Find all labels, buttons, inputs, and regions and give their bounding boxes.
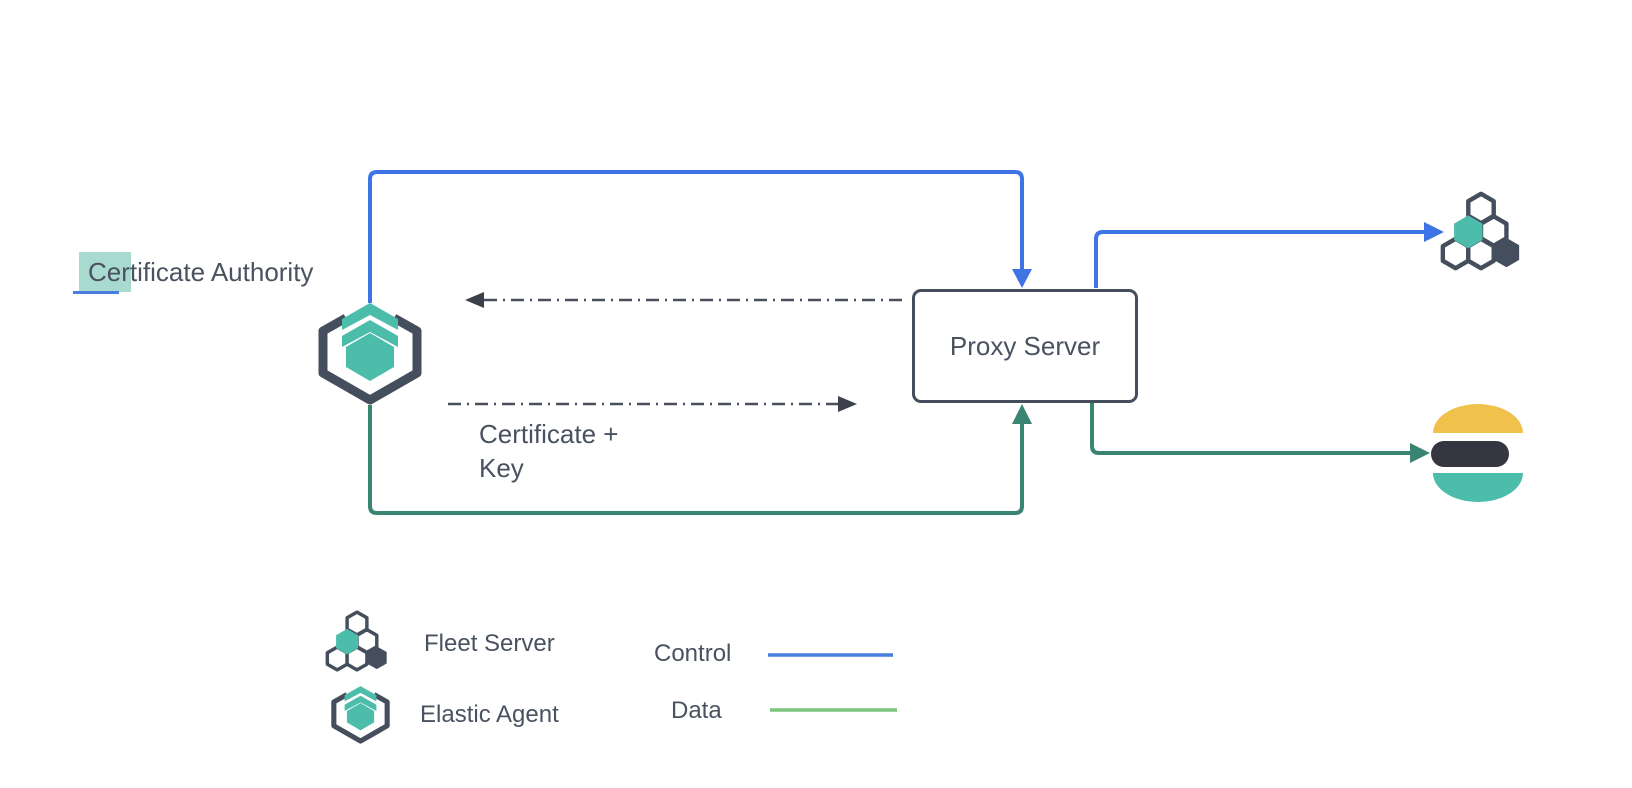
certificate-key-note[interactable]: Certificate + Key: [479, 419, 619, 483]
text-selection-highlight: [79, 252, 131, 292]
data-connector-proxy-to-elasticsearch[interactable]: [1090, 403, 1430, 463]
certificate-request-arrow[interactable]: [465, 292, 902, 308]
elastic-agent-icon[interactable]: [323, 303, 417, 400]
proxy-server-label: Proxy Server: [949, 331, 1101, 361]
text-caret-underline: [73, 291, 119, 294]
legend-fleet-server-label: Fleet Server: [424, 630, 555, 657]
arrowhead-right: [1424, 222, 1444, 242]
proxy-server-node[interactable]: Proxy Server: [912, 289, 1138, 403]
legend-control-label: Control: [654, 640, 732, 667]
legend-elastic-agent-icon[interactable]: [334, 686, 387, 741]
arrowhead-right: [1410, 443, 1430, 463]
arrowhead-left: [465, 292, 484, 308]
data-connector-agent-to-proxy[interactable]: [368, 404, 1032, 515]
certificate-authority-label[interactable]: Certificate Authority: [88, 257, 314, 287]
certificate-key-arrow[interactable]: [448, 396, 857, 412]
arrowhead-down: [1012, 269, 1032, 288]
arrowhead-up: [1012, 404, 1032, 424]
arrowhead-right: [838, 396, 857, 412]
control-connector-proxy-to-fleet[interactable]: [1094, 222, 1444, 288]
control-connector-agent-to-proxy[interactable]: [368, 170, 1032, 303]
legend-fleet-server-icon[interactable]: [325, 610, 389, 672]
legend-elastic-agent-label: Elastic Agent: [420, 701, 559, 728]
legend-data-label: Data: [671, 697, 722, 724]
elasticsearch-icon[interactable]: [1431, 404, 1523, 502]
fleet-server-icon[interactable]: [1443, 194, 1519, 268]
